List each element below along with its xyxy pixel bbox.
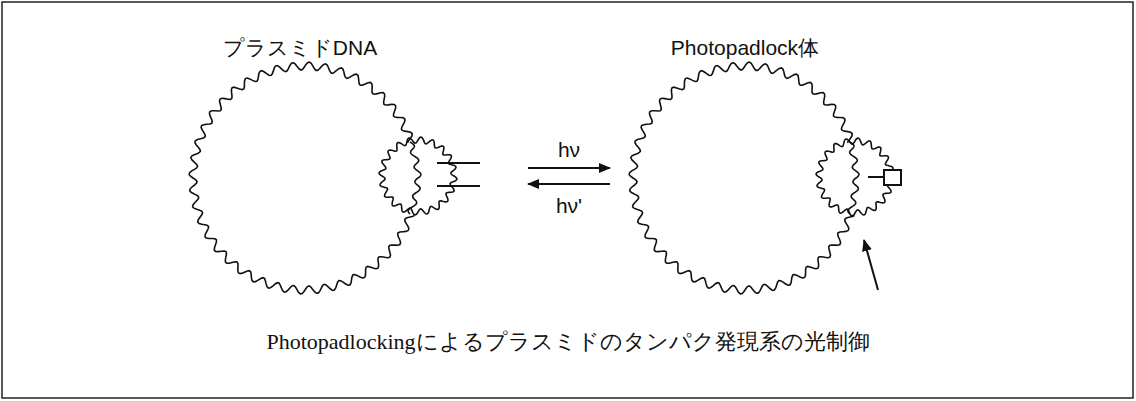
closed-lock [884,170,901,185]
figure-caption: Photopadlockingによるプラスミドのタンパク発現系の光制御 [266,330,869,354]
azo-arm [868,176,884,178]
dna-strand [408,142,421,214]
reverse-arrow [528,183,610,185]
padlock-loop [379,137,457,215]
plasmid-loop [189,62,414,294]
plasmid-label: プラスミドDNA [223,36,377,59]
forward-arrow [528,167,610,169]
azo-arm [450,162,480,164]
light-label: hν [558,138,580,161]
pointer-arrow [864,240,878,290]
azo-arm [437,162,450,164]
dna-strand [848,142,859,214]
padlock-label: Photopadlock体 [671,36,819,59]
azo-arm [437,185,450,187]
light-label: hν' [556,194,582,217]
padlock-loop [816,138,894,216]
azo-arm [450,185,480,187]
